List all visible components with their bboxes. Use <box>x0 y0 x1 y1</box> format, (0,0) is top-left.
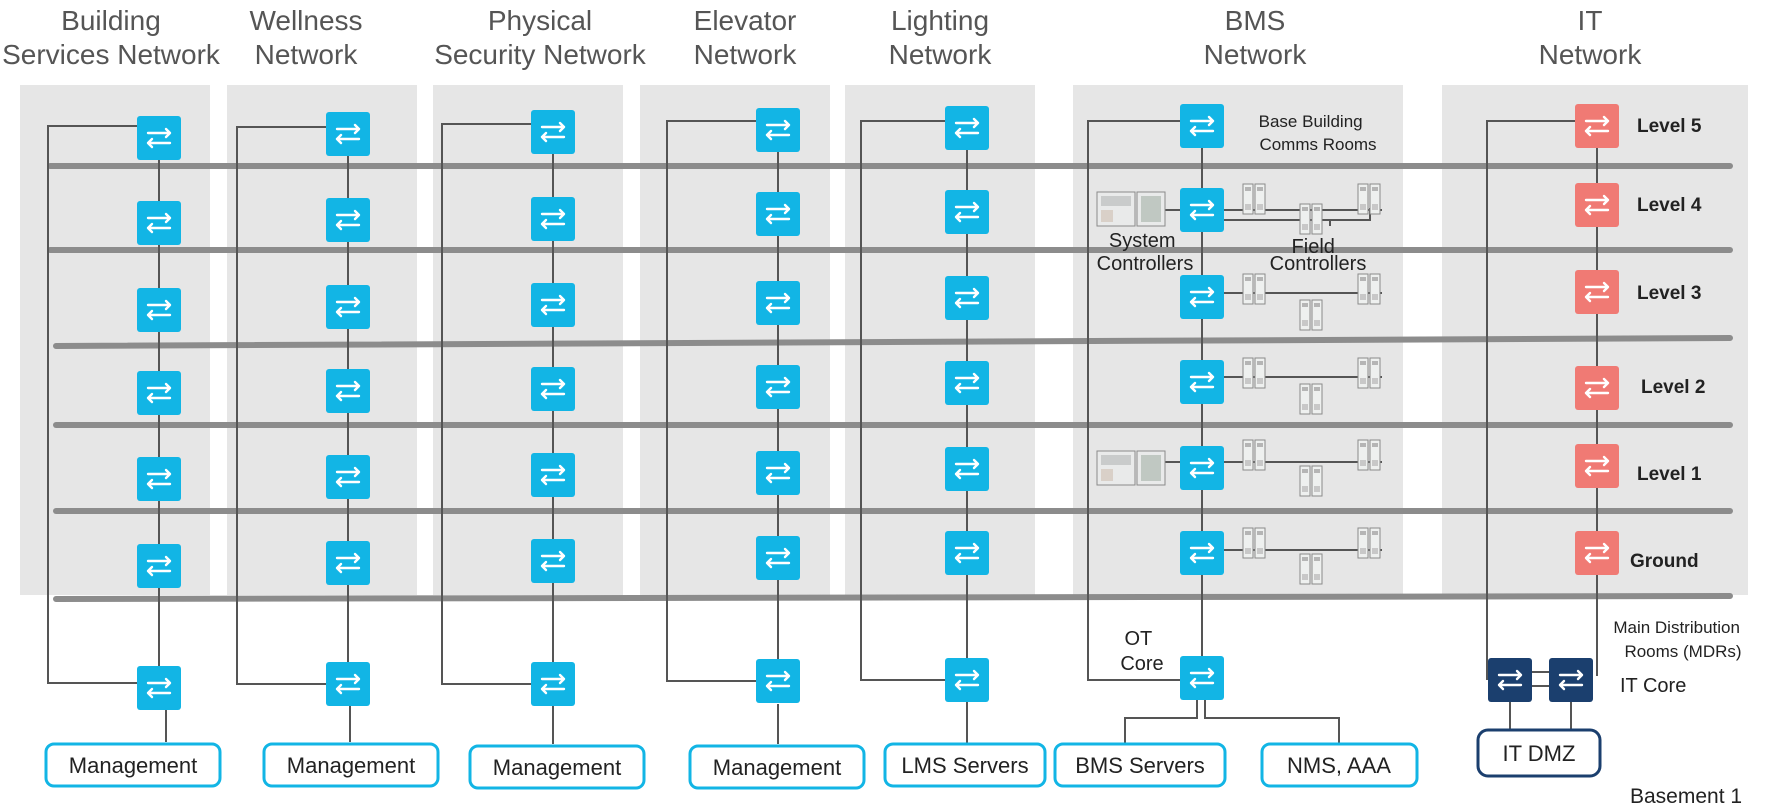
physical-security-floor-switch-4[interactable] <box>531 367 575 411</box>
wellness-floor-switch-2[interactable] <box>326 198 370 242</box>
comms-rooms-label: Base Building Comms Rooms <box>1259 112 1377 154</box>
lighting-floor-switch-4[interactable] <box>945 361 989 405</box>
mdr-label: Main Distribution Rooms (MDRs) <box>1613 618 1744 661</box>
network-title-it: IT Network <box>1538 5 1642 70</box>
network-title-building-services: Building Services Network <box>2 5 220 70</box>
lms-servers-box[interactable]: LMS Servers <box>901 753 1028 778</box>
building-services-floor-switch-3[interactable] <box>137 288 181 332</box>
floor-lines <box>47 163 1733 602</box>
elevator-core-switch[interactable] <box>756 659 800 703</box>
bms-floor-switch-1[interactable] <box>1180 104 1224 148</box>
building-services-core-switch[interactable] <box>137 666 181 710</box>
network-title-lighting: Lighting Network <box>888 5 992 70</box>
it-switch-level-1[interactable] <box>1575 444 1619 488</box>
ot-core-label: OT Core <box>1120 628 1163 675</box>
wellness-floor-switch-4[interactable] <box>326 369 370 413</box>
lighting-floor-switch-1[interactable] <box>945 106 989 150</box>
physical-security-core-switch[interactable] <box>531 662 575 706</box>
bms-servers-box[interactable]: BMS Servers <box>1075 753 1205 778</box>
field-controllers-label: Field Controllers <box>1270 236 1367 275</box>
system-controller-icon-2 <box>1096 450 1166 486</box>
it-switch-level-2[interactable] <box>1575 366 1619 410</box>
physical-security-floor-switch-5[interactable] <box>531 453 575 497</box>
level-4-label: Level 4 <box>1637 195 1702 216</box>
level-5-label: Level 5 <box>1637 116 1702 137</box>
management-box-building-services[interactable]: Management <box>69 753 197 778</box>
elevator-floor-switch-5[interactable] <box>756 451 800 495</box>
bms-floor-switch-3[interactable] <box>1180 275 1224 319</box>
ground-label: Ground <box>1630 551 1699 572</box>
physical-security-floor-switch-6[interactable] <box>531 539 575 583</box>
system-controller-icon-1 <box>1096 191 1166 227</box>
bms-floor-switch-2[interactable] <box>1180 188 1224 232</box>
it-core-label: IT Core <box>1620 675 1686 697</box>
building-services-floor-switch-4[interactable] <box>137 371 181 415</box>
lighting-floor-switch-2[interactable] <box>945 190 989 234</box>
network-title-physical-security: Physical Security Network <box>434 5 646 70</box>
bms-core-switch[interactable] <box>1180 656 1224 700</box>
wellness-floor-switch-3[interactable] <box>326 285 370 329</box>
building-services-floor-switch-5[interactable] <box>137 457 181 501</box>
network-title-elevator: Elevator Network <box>693 5 797 70</box>
management-box-wellness[interactable]: Management <box>287 753 415 778</box>
lighting-floor-switch-3[interactable] <box>945 276 989 320</box>
elevator-floor-switch-4[interactable] <box>756 365 800 409</box>
physical-security-floor-switch-1[interactable] <box>531 110 575 154</box>
nms-aaa-box[interactable]: NMS, AAA <box>1287 753 1391 778</box>
it-core-switch-2[interactable] <box>1549 658 1593 702</box>
bms-floor-switch-4[interactable] <box>1180 360 1224 404</box>
elevator-floor-switch-3[interactable] <box>756 281 800 325</box>
network-title-bms: BMS Network <box>1203 5 1307 70</box>
physical-security-floor-switch-2[interactable] <box>531 197 575 241</box>
it-core-switch-1[interactable] <box>1488 658 1532 702</box>
lighting-core-switch[interactable] <box>945 658 989 702</box>
basement-label: Basement 1 <box>1630 785 1742 807</box>
wellness-floor-switch-6[interactable] <box>326 541 370 585</box>
it-switch-level-4[interactable] <box>1575 183 1619 227</box>
it-switch-level-5[interactable] <box>1575 104 1619 148</box>
management-box-physical-security[interactable]: Management <box>493 755 621 780</box>
lighting-floor-switch-5[interactable] <box>945 447 989 491</box>
management-box-elevator[interactable]: Management <box>713 755 841 780</box>
level-2-label: Level 2 <box>1641 377 1705 398</box>
lighting-floor-switch-6[interactable] <box>945 531 989 575</box>
physical-security-floor-switch-3[interactable] <box>531 283 575 327</box>
network-title-wellness: Wellness Network <box>249 5 363 70</box>
bottom-boxes <box>44 728 1602 790</box>
wellness-floor-switch-1[interactable] <box>326 112 370 156</box>
it-switch-level-3[interactable] <box>1575 270 1619 314</box>
building-services-floor-switch-2[interactable] <box>137 201 181 245</box>
building-services-floor-switch-6[interactable] <box>137 544 181 588</box>
bms-floor-switch-6[interactable] <box>1180 531 1224 575</box>
elevator-floor-switch-6[interactable] <box>756 536 800 580</box>
it-dmz-box[interactable]: IT DMZ <box>1503 741 1576 766</box>
wellness-core-switch[interactable] <box>326 662 370 706</box>
level-3-label: Level 3 <box>1637 283 1701 304</box>
system-controllers-label: System Controllers <box>1097 230 1194 275</box>
elevator-floor-switch-2[interactable] <box>756 192 800 236</box>
wellness-floor-switch-5[interactable] <box>326 455 370 499</box>
it-switch-ground[interactable] <box>1575 531 1619 575</box>
elevator-floor-switch-1[interactable] <box>756 108 800 152</box>
building-services-floor-switch-1[interactable] <box>137 116 181 160</box>
level-1-label: Level 1 <box>1637 464 1702 485</box>
bms-floor-switch-5[interactable] <box>1180 446 1224 490</box>
